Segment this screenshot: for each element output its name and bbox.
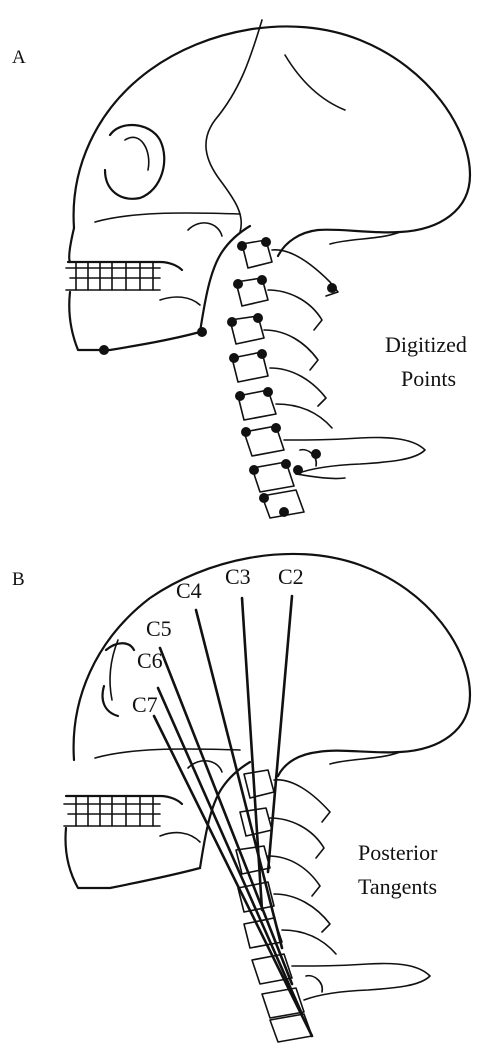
point-c4-ant [229,353,239,363]
label-c4: C4 [176,578,202,603]
tangent-line-c4 [196,610,282,948]
skull-drawing-b [64,554,470,888]
point-c2-spinous [327,283,337,293]
label-c6: C6 [137,648,163,673]
posterior-tangent-lines [154,596,312,1036]
label-c5: C5 [146,616,172,641]
panel-b-caption-line-2: Tangents [358,874,437,899]
point-c2-post-sup [261,237,271,247]
point-c6-post [271,423,281,433]
point-c2-post-inf [257,275,267,285]
panel-b: B [12,554,470,1042]
panel-a-caption-line-2: Points [401,366,456,391]
panel-a-caption-line-1: Digitized [385,332,467,357]
tangent-line-c2 [268,596,292,872]
point-t1-inf [279,507,289,517]
point-c7-ant [249,465,259,475]
point-c7-spinous [311,449,321,459]
panel-a-letter: A [12,47,26,68]
point-c5-post [263,387,273,397]
label-c2: C2 [278,564,304,589]
panel-b-letter: B [12,569,25,590]
point-t1-ant [259,493,269,503]
panel-b-caption: Posterior Tangents [358,840,443,899]
point-c4-post [257,349,267,359]
point-c2-ant-inf [233,279,243,289]
label-c7: C7 [132,692,158,717]
point-gonion [197,327,207,337]
cervical-spine-b [236,770,430,1042]
point-c5-ant [235,391,245,401]
point-menton [99,345,109,355]
point-c6-ant [241,427,251,437]
point-c7-post-b [293,465,303,475]
point-c3-ant [227,317,237,327]
point-c3-post [253,313,263,323]
point-c2-ant-sup [237,241,247,251]
panel-a-caption: Digitized Points [385,332,472,391]
panel-a: A [12,20,472,518]
point-c7-post [281,459,291,469]
label-c3: C3 [225,564,251,589]
panel-b-caption-line-1: Posterior [358,840,438,865]
